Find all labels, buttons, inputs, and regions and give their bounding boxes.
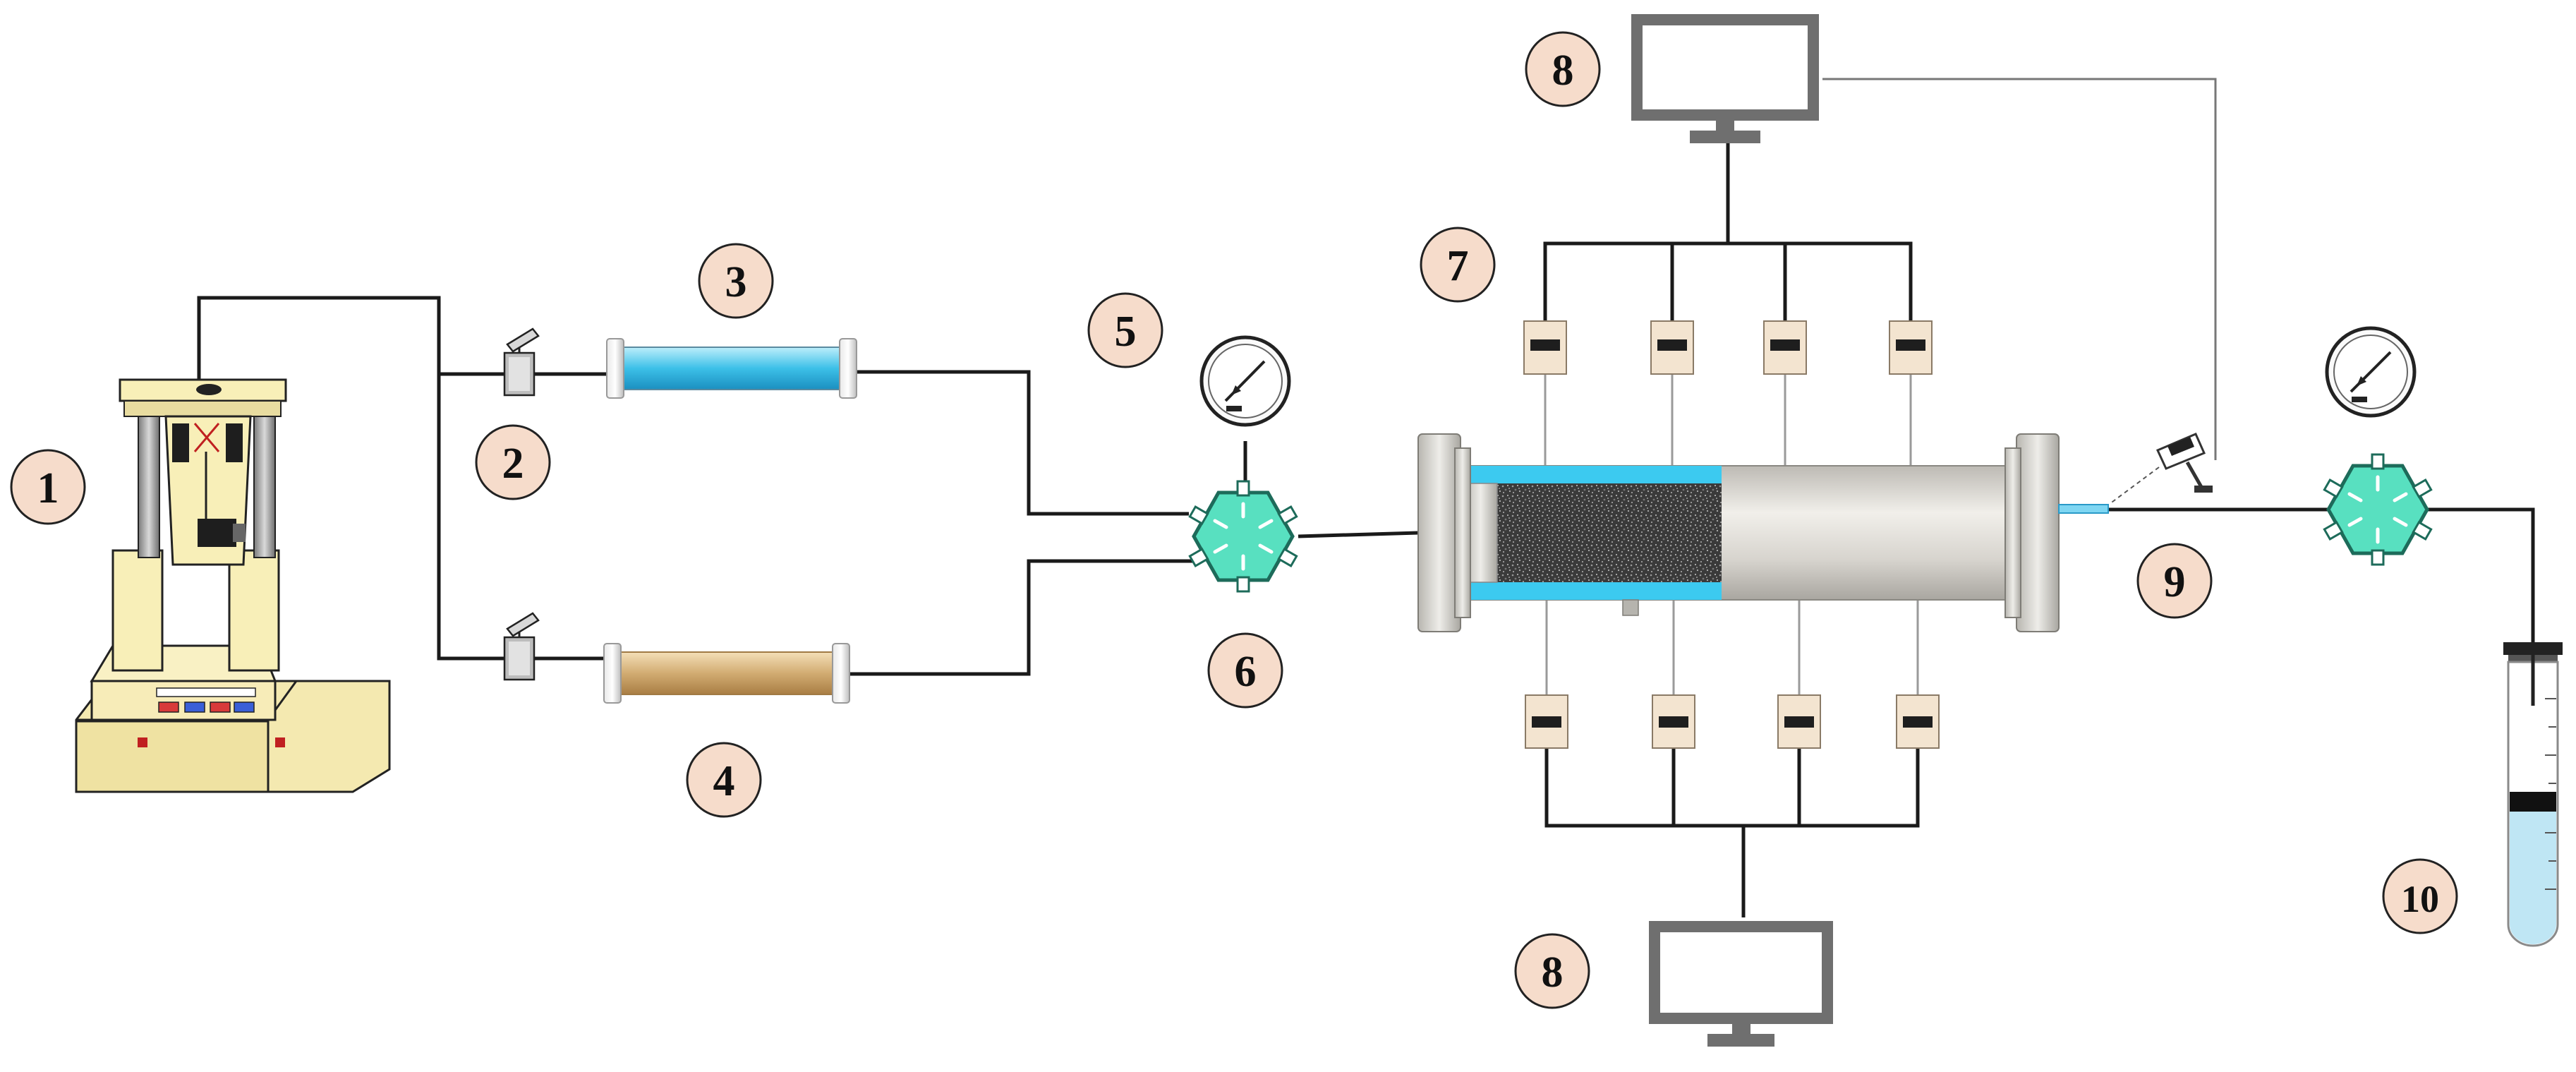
core-holder-icon (1417, 374, 2109, 695)
hand-valve-icon (503, 327, 540, 681)
monitor-icon (1649, 921, 1833, 1047)
label-1: 1 (37, 464, 59, 512)
label-badge-4: 4 (686, 742, 762, 818)
camera-icon (2109, 433, 2213, 505)
connection-lines (197, 78, 2535, 917)
label-badge-8-bottom: 8 (1514, 933, 1590, 1009)
label-badge-6: 6 (1207, 632, 1283, 709)
piston-accumulator-icon (603, 643, 850, 704)
label-badge-9: 9 (2136, 543, 2213, 619)
label-badge-1: 1 (10, 449, 86, 525)
label-8-top: 8 (1552, 47, 1574, 95)
label-badge-3: 3 (698, 243, 774, 319)
pressure-transducer-icon (1523, 320, 1940, 749)
label-9: 9 (2164, 558, 2186, 606)
label-3: 3 (725, 258, 747, 306)
label-badge-7: 7 (1420, 227, 1496, 303)
hydraulic-press-icon (75, 378, 391, 793)
label-2: 2 (502, 440, 524, 488)
label-8-bottom: 8 (1542, 948, 1564, 996)
label-5: 5 (1115, 308, 1137, 356)
six-way-valve-icon (2323, 453, 2433, 566)
label-6: 6 (1235, 648, 1257, 696)
pressure-gauge-icon (1199, 335, 1291, 427)
label-7: 7 (1447, 242, 1469, 290)
label-4: 4 (713, 757, 735, 805)
label-10: 10 (2401, 878, 2439, 920)
graduated-cylinder-icon (2503, 642, 2563, 947)
label-badge-5: 5 (1087, 292, 1163, 368)
label-badge-10: 10 (2382, 858, 2458, 934)
label-badge-8-top: 8 (1525, 31, 1601, 107)
monitor-icon (1631, 14, 1819, 143)
six-way-valve-icon (1188, 480, 1298, 593)
piston-accumulator-icon (606, 338, 857, 399)
pressure-gauge-icon (2325, 326, 2417, 418)
label-badge-2: 2 (475, 424, 551, 500)
